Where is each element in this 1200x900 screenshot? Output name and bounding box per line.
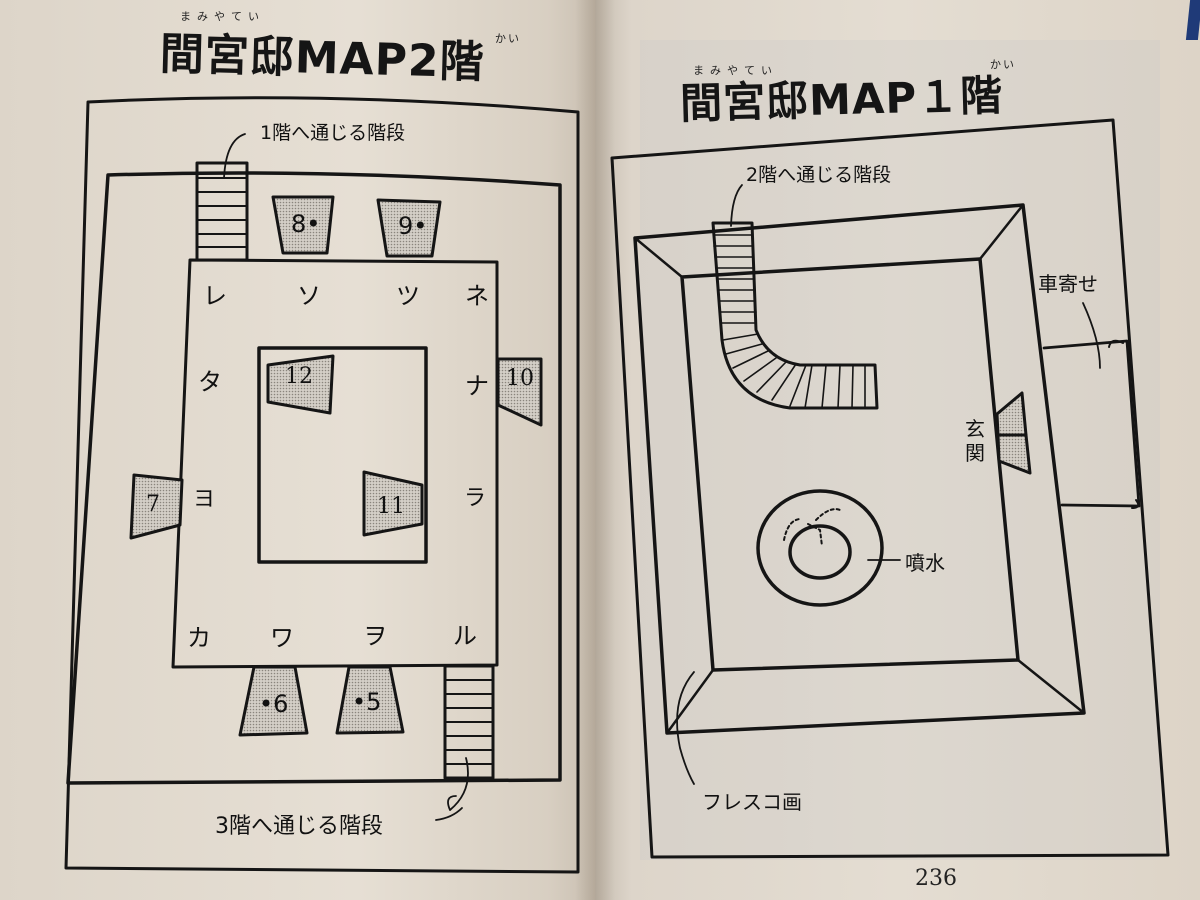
room-6	[238, 665, 309, 737]
room-label-10: 10	[506, 366, 534, 391]
room-9	[376, 198, 442, 258]
title-ruby-kai-left: かい	[495, 32, 521, 45]
corridor-mark-wo: ヲ	[363, 622, 387, 650]
room-5	[335, 665, 405, 735]
corridor-mark-re: レ	[203, 282, 227, 310]
room-label-8: 8•	[291, 210, 321, 238]
room-label-9: 9•	[398, 212, 428, 240]
carriage-porch-label: 車寄せ	[1038, 272, 1098, 296]
room-label-7: 7	[146, 492, 160, 517]
title-ruby-kai-right: かい	[990, 58, 1016, 71]
stair-label-to-1f: 1階へ通じる階段	[260, 122, 406, 144]
corridor-mark-ne: ネ	[465, 282, 489, 310]
room-label-12: 12	[285, 364, 313, 389]
stair-label-to-2f: 2階へ通じる階段	[746, 164, 892, 186]
stair-label-to-3f: 3階へ通じる階段	[215, 814, 383, 839]
room-8	[271, 195, 335, 255]
corridor-mark-ta: タ	[198, 368, 222, 396]
corridor-mark-na: ナ	[465, 372, 489, 400]
room-label-11: 11	[377, 494, 405, 519]
room-label-6: •6	[259, 690, 289, 718]
room-label-5: •5	[352, 688, 382, 716]
corridor-mark-ra: ラ	[464, 486, 487, 511]
title-ruby-left: まみやてい	[180, 10, 265, 23]
corridor-mark-ru: ル	[453, 622, 477, 650]
room-12	[266, 354, 335, 415]
page-number: 236	[915, 866, 957, 891]
entrance-door-upper	[995, 391, 1028, 437]
fountain-label: 噴水	[905, 551, 945, 575]
title-ruby-right: まみやてい	[693, 64, 778, 77]
room-7	[129, 473, 184, 540]
room-10	[496, 357, 543, 427]
entrance-door-lower	[996, 433, 1032, 475]
corridor-mark-yo: ヨ	[193, 487, 216, 512]
entrance-label-kan: 関	[965, 441, 985, 465]
corridor-mark-wa: ワ	[270, 624, 294, 652]
corridor-mark-tsu: ツ	[396, 282, 420, 310]
entrance-label-gen: 玄	[965, 417, 985, 441]
fresco-label: フレスコ画	[702, 790, 802, 814]
room-11	[362, 470, 424, 537]
corridor-mark-ka: カ	[187, 624, 211, 652]
corridor-mark-so: ソ	[297, 282, 321, 310]
book-gutter	[575, 0, 615, 900]
